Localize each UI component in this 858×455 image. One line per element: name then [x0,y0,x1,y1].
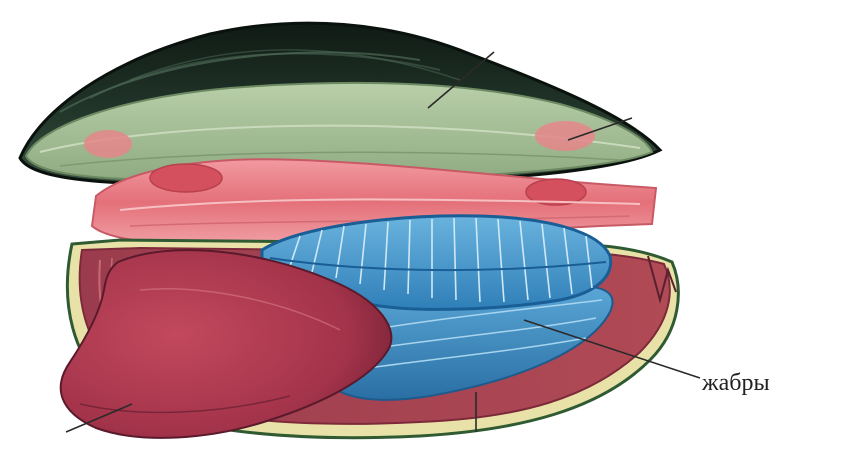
gills-label: жабры [702,370,770,397]
posterior-muscle-scar [535,121,595,151]
anterior-adductor [150,164,222,192]
anterior-muscle-scar [84,130,132,158]
